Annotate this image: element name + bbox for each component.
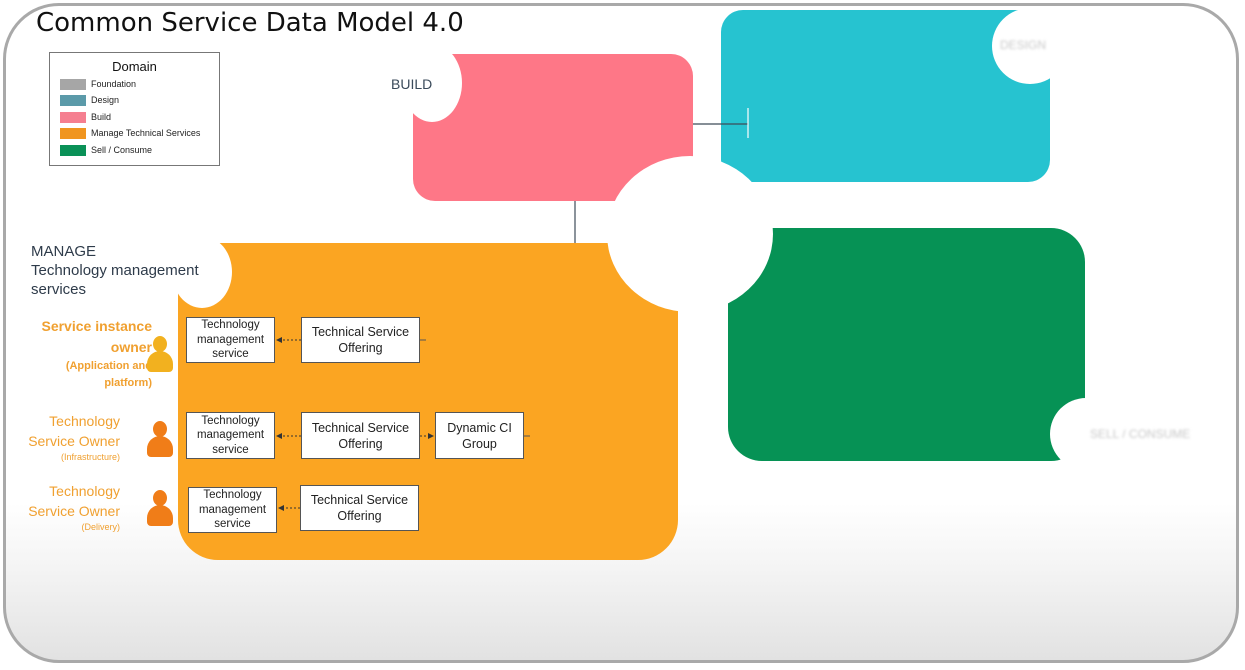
person-icon bbox=[147, 421, 173, 457]
legend-swatch bbox=[60, 111, 86, 123]
build-label: BUILD bbox=[391, 76, 433, 92]
legend-label: Design bbox=[91, 95, 120, 105]
page-title: Common Service Data Model 4.0 bbox=[36, 8, 464, 38]
legend-swatch bbox=[60, 127, 86, 139]
role-technology-service-owner-infrastructure: Technology Service Owner (Infrastructure… bbox=[20, 411, 120, 464]
technology-management-service-node: Technology management service bbox=[186, 317, 275, 363]
legend-item-build: Build bbox=[60, 110, 111, 124]
role-line: owner bbox=[110, 339, 152, 355]
legend-title: Domain bbox=[112, 59, 157, 74]
sell-area bbox=[728, 228, 1085, 461]
role-line: (Delivery) bbox=[81, 522, 120, 532]
legend-label: Sell / Consume bbox=[91, 145, 153, 155]
center-hub bbox=[607, 156, 773, 312]
dynamic-ci-group-node: Dynamic CI Group bbox=[435, 412, 524, 459]
manage-label-line2: Technology management bbox=[31, 262, 199, 279]
role-line: (Application and bbox=[65, 360, 152, 372]
role-line: (Infrastructure) bbox=[60, 452, 120, 462]
manage-label: MANAGE Technology management services bbox=[31, 242, 199, 299]
legend-swatch bbox=[60, 144, 86, 156]
legend-label: Build bbox=[91, 112, 112, 122]
legend-swatch bbox=[60, 78, 86, 90]
legend-item-foundation: Foundation bbox=[60, 77, 136, 91]
legend-item-sell: Sell / Consume bbox=[60, 143, 152, 157]
legend-item-design: Design bbox=[60, 93, 119, 107]
sell-label: SELL / CONSUME bbox=[1090, 427, 1191, 441]
build-notch bbox=[402, 44, 462, 122]
legend: Domain Foundation Design Build Manage Te… bbox=[49, 52, 220, 166]
legend-label: Foundation bbox=[91, 79, 137, 89]
technology-management-service-node: Technology management service bbox=[188, 487, 277, 533]
technical-service-offering-node: Technical Service Offering bbox=[301, 317, 420, 363]
sell-notch bbox=[1050, 398, 1122, 470]
role-line: platform) bbox=[104, 377, 152, 389]
technology-management-service-node: Technology management service bbox=[186, 412, 275, 459]
person-icon bbox=[147, 336, 173, 372]
role-line: Technology bbox=[49, 413, 120, 429]
design-label: DESIGN bbox=[1000, 38, 1047, 52]
role-technology-service-owner-delivery: Technology Service Owner (Delivery) bbox=[20, 481, 120, 534]
legend-label: Manage Technical Services bbox=[91, 128, 201, 138]
technical-service-offering-node: Technical Service Offering bbox=[300, 485, 419, 531]
role-line: Service Owner bbox=[28, 433, 120, 449]
technical-service-offering-node: Technical Service Offering bbox=[301, 412, 420, 459]
role-line: Service Owner bbox=[28, 503, 120, 519]
design-notch bbox=[992, 8, 1068, 84]
role-service-instance-owner: Service instance owner (Application and … bbox=[20, 316, 152, 392]
role-line: Technology bbox=[49, 483, 120, 499]
legend-item-manage: Manage Technical Services bbox=[60, 126, 200, 140]
role-line: Service instance bbox=[41, 318, 152, 334]
manage-label-line1: MANAGE bbox=[31, 243, 97, 260]
manage-label-line3: services bbox=[31, 281, 87, 298]
legend-swatch bbox=[60, 94, 86, 106]
manage-notch bbox=[172, 236, 232, 308]
person-icon bbox=[147, 490, 173, 526]
